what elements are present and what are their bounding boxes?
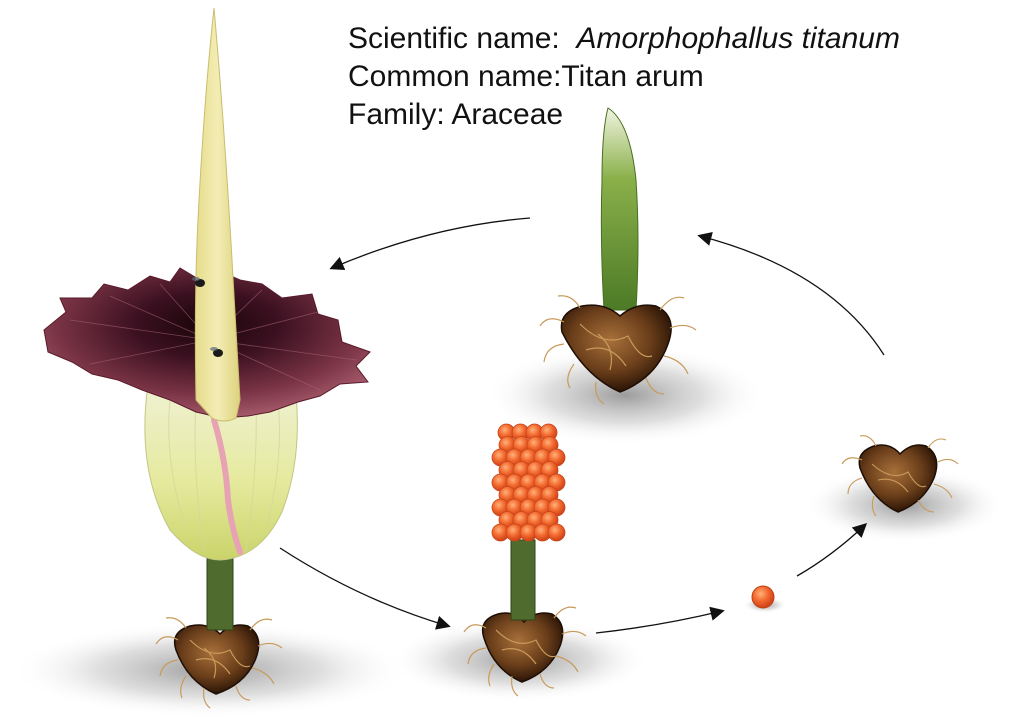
fly-icon — [192, 277, 205, 287]
arrow-fruit-to-seed — [595, 606, 725, 634]
arrow-corm-to-shoot — [697, 231, 885, 356]
leaf-blade — [600, 107, 639, 311]
scientific-name-label: Scientific name: — [348, 22, 560, 55]
common-name-line: Common name:Titan arum — [348, 58, 900, 96]
fly-icon — [210, 347, 223, 357]
common-name-value: Titan arum — [561, 60, 704, 93]
young-corm — [841, 435, 959, 517]
arrow-shoot-to-flower — [329, 217, 531, 271]
berry-cluster — [491, 423, 566, 542]
berry — [547, 523, 566, 542]
corm-icon — [155, 617, 283, 709]
family-label: Family: — [348, 98, 445, 131]
fruit-stem — [510, 539, 536, 621]
seed-berry — [751, 585, 775, 609]
fruiting-plant — [463, 423, 587, 697]
ground-shadow — [485, 345, 765, 445]
family-line: Family: Araceae — [348, 96, 900, 134]
common-name-label: Common name: — [348, 60, 562, 93]
flower-tube — [144, 383, 298, 561]
flower-stem — [206, 547, 234, 631]
scientific-name-value: Amorphophallus titanum — [576, 22, 900, 55]
scientific-name-line: Scientific name: Amorphophallus titanum — [348, 20, 900, 58]
spathe-seam — [211, 417, 243, 555]
leaf-shoot — [539, 107, 697, 405]
arrow-seed-to-corm — [796, 523, 868, 577]
flower-spadix — [194, 7, 241, 422]
family-value: Araceae — [451, 98, 564, 131]
corm-icon — [463, 606, 587, 697]
flowering-plant — [43, 7, 371, 709]
arrow-flower-to-fruit — [279, 547, 451, 630]
corm-icon — [539, 295, 697, 405]
species-info: Scientific name: Amorphophallus titanum … — [348, 20, 900, 134]
